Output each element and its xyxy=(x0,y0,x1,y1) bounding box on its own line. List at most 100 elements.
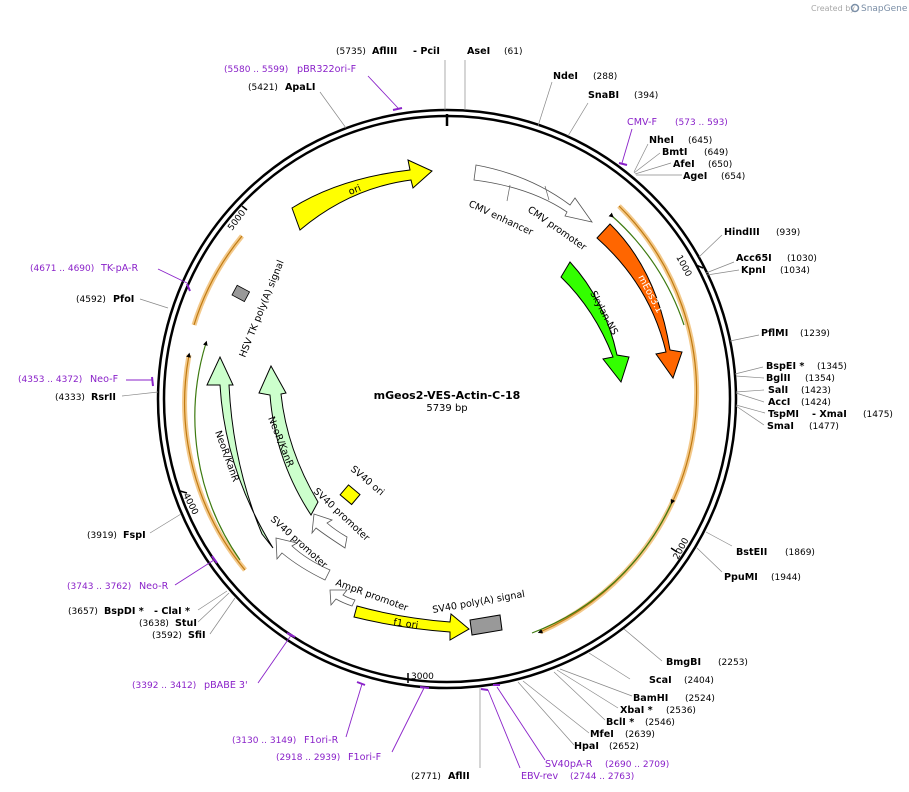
feature-sv40-promoter-outer xyxy=(275,537,331,581)
enz-name-stui: StuI xyxy=(175,618,197,629)
enz-pos-2639: (2639) xyxy=(625,730,655,740)
feature-sv40-polya-label: SV40 poly(A) signal xyxy=(432,589,526,616)
enz-name-bmti: BmtI xyxy=(662,147,687,158)
feature-ori xyxy=(291,159,433,231)
enz-name-rsrii: RsrII xyxy=(91,392,116,403)
leader-e3592 xyxy=(209,597,236,635)
enz-name-pfoi: PfoI xyxy=(113,294,134,305)
leader-ebv xyxy=(487,689,521,769)
enz-pos-5735: (5735) xyxy=(336,47,366,57)
enz-name-hindiii: HindIII xyxy=(724,227,760,238)
enzyme-leaders xyxy=(121,60,766,768)
mark-f1orif xyxy=(419,686,430,689)
mark-cmvf xyxy=(618,162,628,166)
primer-name-sv40pa: SV40pA-R xyxy=(545,759,593,770)
leader-e2652 xyxy=(517,681,575,746)
enz-pos-1869: (1869) xyxy=(785,548,815,558)
enz-pos-3638: (3638) xyxy=(139,619,169,629)
feature-neor-inner xyxy=(258,364,319,516)
primer-name-tkpa: TK-pA-R xyxy=(100,263,139,274)
orf-inner-bottom xyxy=(531,498,676,634)
enz-pos-1239: (1239) xyxy=(800,329,830,339)
enz-name-bamhi: BamHI xyxy=(633,693,668,704)
enz-name-aflii: AflII xyxy=(448,771,470,782)
enz-pos-288: (288) xyxy=(593,72,617,82)
mark-f1orir xyxy=(356,681,366,686)
enz-pos-61: (61) xyxy=(504,47,522,57)
leader-sv40pa xyxy=(496,686,546,761)
enz-name-clai: - ClaI * xyxy=(154,606,190,617)
primer-name-ebv: EBV-rev xyxy=(521,771,558,782)
leader-e2546 xyxy=(553,671,606,721)
enz-name-asei: AseI xyxy=(467,46,490,57)
enz-name-bmgbi: BmgBI xyxy=(666,657,701,668)
leader-e1475 xyxy=(735,404,766,414)
primer-labels: (5580 .. 5599) pBR322ori-F CMV-F (573 ..… xyxy=(18,64,728,782)
orf-arrow-left-lower xyxy=(184,352,246,571)
tick-1000 xyxy=(695,264,704,269)
leader-e5421 xyxy=(319,91,347,129)
leader-e1869 xyxy=(705,531,733,547)
enz-name-xmai: - XmaI xyxy=(812,409,847,420)
enz-name-afei: AfeI xyxy=(673,159,695,170)
enz-name-pcii: - PciI xyxy=(413,46,440,57)
leader-cmvf xyxy=(621,128,633,164)
tick-label-1000: 1000 xyxy=(673,254,693,279)
enz-pos-1475: (1475) xyxy=(863,410,893,420)
enz-pos-3919: (3919) xyxy=(87,531,117,541)
feature-ampr-promoter-label: AmpR promoter xyxy=(334,577,409,613)
enz-name-kpni: KpnI xyxy=(741,265,766,276)
tick-4000 xyxy=(179,490,188,494)
primer-range-tkpa: (4671 .. 4690) xyxy=(30,264,94,274)
leader-e2536 xyxy=(556,669,619,709)
credit-text: Created by xyxy=(811,4,855,13)
leader-cmv-promoter xyxy=(544,185,550,201)
mark-pbr322 xyxy=(392,107,403,111)
leader-e1423 xyxy=(735,389,765,393)
mark-neof xyxy=(151,376,154,387)
leader-e1239 xyxy=(729,334,760,342)
enz-name-acc65i: Acc65I xyxy=(736,253,772,264)
primer-range-pbabe: (3392 .. 3412) xyxy=(132,681,196,691)
leader-e2639 xyxy=(522,680,590,734)
primer-name-pbr322: pBR322ori-F xyxy=(297,64,356,75)
leader-e3638 xyxy=(197,592,230,623)
enz-name-sali: SalI xyxy=(768,385,788,396)
tick-2000 xyxy=(670,547,678,553)
enz-pos-2524: (2524) xyxy=(685,694,715,704)
enz-name-mfei: MfeI xyxy=(590,729,614,740)
enz-name-afliii-top: AflIII xyxy=(372,46,397,57)
leader-e4592 xyxy=(139,298,169,309)
primer-range-f1orif: (2918 .. 2939) xyxy=(276,753,340,763)
enz-name-xbai: XbaI * xyxy=(620,705,653,716)
enz-name-pflmi: PflMI xyxy=(761,328,788,339)
leader-e3919 xyxy=(149,513,182,534)
enz-name-acci: AccI xyxy=(768,397,790,408)
enz-name-bspei: BspEI * xyxy=(766,361,804,372)
enz-pos-4592: (4592) xyxy=(76,295,106,305)
enz-pos-394: (394) xyxy=(634,91,658,101)
leader-e645 xyxy=(633,143,649,173)
feature-skylan xyxy=(560,261,630,384)
enz-pos-4333: (4333) xyxy=(55,393,85,403)
enz-pos-3657: (3657) xyxy=(68,607,98,617)
primer-range-f1orir: (3130 .. 3149) xyxy=(232,736,296,746)
tick-label-5000: 5000 xyxy=(226,208,248,233)
leader-e1354 xyxy=(735,375,765,379)
enz-pos-3592: (3592) xyxy=(152,631,182,641)
orf-inner-left xyxy=(194,340,241,561)
mark-neor xyxy=(211,555,218,564)
enz-name-apali: ApaLI xyxy=(285,82,315,93)
primer-name-f1orir: F1ori-R xyxy=(304,735,339,746)
tick-5000 xyxy=(241,205,248,211)
enz-pos-2404: (2404) xyxy=(684,676,714,686)
leader-e288 xyxy=(537,81,553,127)
feature-sv40-promoter-inner xyxy=(311,513,348,549)
mark-tkpa xyxy=(186,283,191,292)
primer-name-pbabe: pBABE 3' xyxy=(204,680,248,691)
feature-ampr-promoter xyxy=(329,589,356,607)
feature-neor-outer xyxy=(206,355,274,549)
enz-name-bglii: BglII xyxy=(766,373,791,384)
enz-name-ppumi: PpuMI xyxy=(724,572,758,583)
enz-name-sfii: SfiI xyxy=(188,630,206,641)
